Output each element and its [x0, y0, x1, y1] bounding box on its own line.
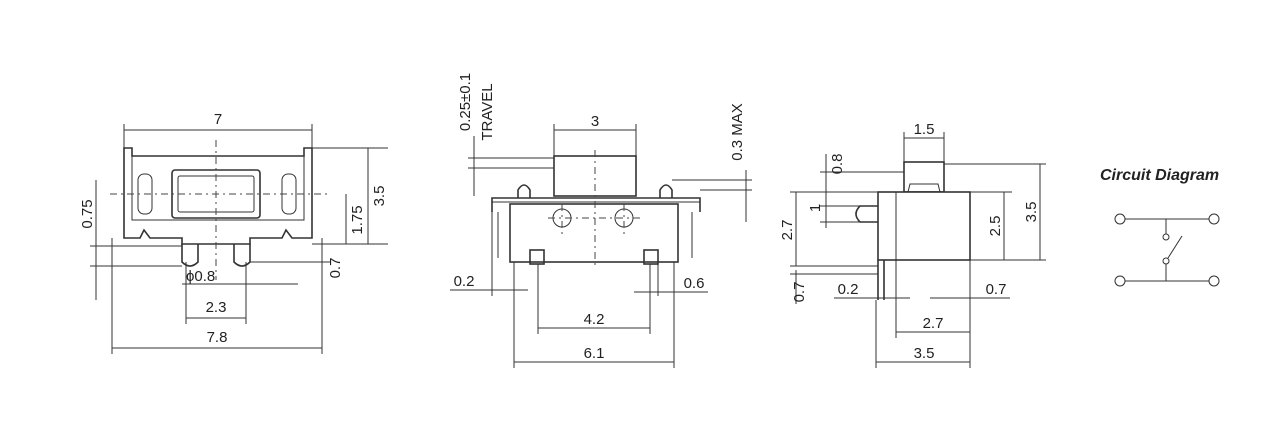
end-actuator — [903, 161, 945, 193]
dim-end-inner-width: 2.7 — [923, 315, 944, 332]
dim-width-top: 7 — [214, 111, 222, 128]
switch-blade — [1167, 235, 1183, 259]
dim-pin-pitch: 2.3 — [206, 299, 227, 316]
front-pin-left — [181, 244, 199, 267]
side-view: 0.25±0.1 TRAVEL 3 0.3 MAX 0.2 0.6 4.2 6.… — [450, 73, 752, 368]
front-pin-right — [233, 244, 251, 267]
dim-top-width: 1.5 — [914, 121, 935, 138]
end-view: 1.5 0.8 1 2.7 0.7 2.5 3.5 0.2 — [779, 121, 1046, 368]
dim-right-gap: 0.6 — [684, 275, 705, 292]
side-leg-left — [529, 249, 545, 265]
dim-end-outer-width: 3.5 — [914, 345, 935, 362]
dim-outer-width: 6.1 — [584, 345, 605, 362]
end-body — [877, 191, 971, 261]
end-leg — [877, 260, 885, 300]
cover-tab-left — [517, 184, 531, 198]
dim-travel-label: TRAVEL — [479, 83, 496, 140]
dim-total-height: 3.5 — [1023, 202, 1040, 223]
end-side-button — [855, 205, 878, 223]
dim-pin-offset: 0.7 — [327, 258, 344, 279]
terminal-top-right — [1208, 213, 1220, 225]
terminal-bottom-right — [1208, 275, 1220, 287]
cover-tab-right — [659, 184, 673, 198]
dim-travel-value: 0.25±0.1 — [457, 73, 474, 131]
dim-height-d: 0.7 — [791, 282, 808, 303]
switch-contact-top — [1162, 233, 1170, 241]
dim-height-c: 2.7 — [779, 220, 796, 241]
dim-hole-dia: ϕ0.8 — [186, 268, 215, 285]
terminal-top-left — [1114, 213, 1126, 225]
circuit-title: Circuit Diagram — [1100, 167, 1219, 184]
dim-offset-left: 0.75 — [79, 199, 96, 228]
dim-max: 0.3 MAX — [729, 103, 746, 161]
side-leg-right — [643, 249, 659, 265]
dim-inner-width: 4.2 — [584, 311, 605, 328]
dim-height-mid: 1.75 — [349, 205, 366, 234]
cover-plate — [491, 197, 701, 212]
front-view: 7 7.8 2.3 ϕ0.8 3.5 1.75 0.7 0.75 — [79, 111, 388, 354]
dim-body-height: 2.5 — [987, 216, 1004, 237]
switch-contact-bottom — [1162, 257, 1170, 265]
dim-height-total: 3.5 — [371, 186, 388, 207]
dim-height-b: 1 — [807, 204, 824, 212]
terminal-bottom-left — [1114, 275, 1126, 287]
dim-end-left-gap: 0.2 — [838, 281, 859, 298]
dim-width-bottom: 7.8 — [207, 329, 228, 346]
circuit-diagram: Circuit Diagram — [1100, 167, 1220, 287]
dim-left-gap: 0.2 — [454, 273, 475, 290]
dim-end-right-gap: 0.7 — [986, 281, 1007, 298]
dim-actuator-width: 3 — [591, 113, 599, 130]
front-view-inner-frame — [131, 155, 305, 221]
dim-height-a: 0.8 — [829, 154, 846, 175]
side-body — [509, 203, 679, 263]
